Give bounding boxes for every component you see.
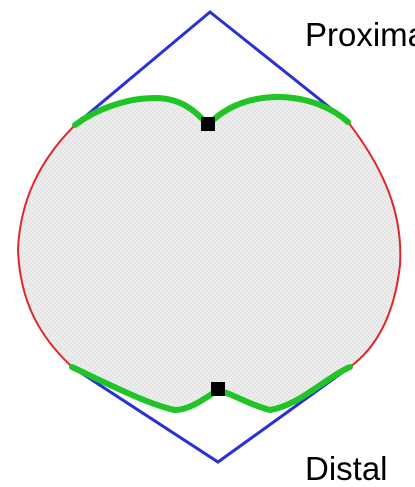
joint-body-fill [18,97,400,410]
proximal-label: Proximal [305,16,415,53]
distal-center-marker [211,382,225,396]
proximal-center-marker [201,117,215,131]
distal-label: Distal [305,450,388,487]
